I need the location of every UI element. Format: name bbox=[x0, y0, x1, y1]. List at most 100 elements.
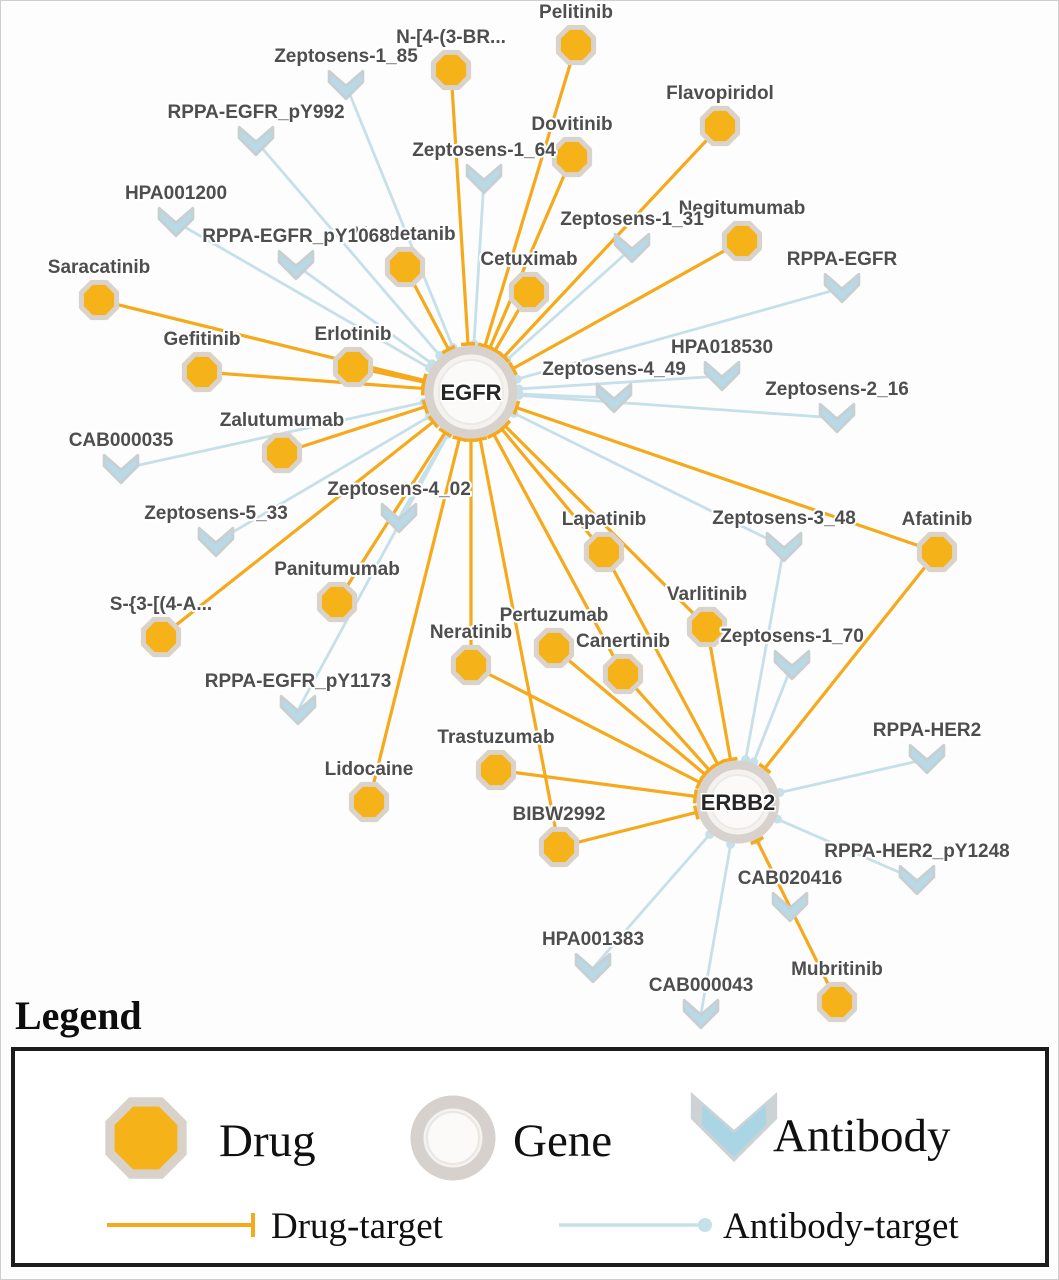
legend: Legend Drug Gene Antibody D bbox=[11, 993, 1049, 1267]
legend-box bbox=[11, 1047, 1049, 1267]
antibody-node[interactable] bbox=[773, 649, 811, 681]
drug-label: Trastuzumab bbox=[437, 727, 554, 748]
drug-target-edge bbox=[500, 427, 606, 554]
drug-node[interactable] bbox=[583, 531, 625, 573]
drug-octagon-icon bbox=[78, 279, 120, 321]
drug-label: BIBW2992 bbox=[513, 804, 606, 825]
antibody-node[interactable] bbox=[102, 453, 140, 485]
drug-label: Erlotinib bbox=[314, 324, 391, 345]
drug-target-edge bbox=[488, 155, 574, 350]
drug-node[interactable] bbox=[78, 279, 120, 321]
antibody-chevron-icon bbox=[908, 743, 946, 775]
drug-node[interactable] bbox=[450, 644, 492, 686]
antibody-chevron-icon bbox=[703, 360, 741, 392]
label-layer: EGFRERBB2PelitinibN-[4-(3-BR...Flavopiri… bbox=[46, 1, 1012, 998]
drug-octagon-icon bbox=[551, 136, 593, 178]
antibody-node[interactable] bbox=[898, 864, 936, 896]
legend-drug-target-label: Drug-target bbox=[271, 1206, 444, 1247]
drug-octagon-icon bbox=[430, 49, 472, 91]
antibody-icon-fill bbox=[702, 1105, 766, 1157]
drug-target-edge bbox=[483, 43, 578, 348]
drug-label: Zalutumumab bbox=[220, 410, 345, 431]
antibody-node[interactable] bbox=[613, 232, 651, 264]
antibody-node[interactable] bbox=[682, 998, 720, 1030]
antibody-node[interactable] bbox=[327, 69, 365, 101]
drug-node[interactable] bbox=[699, 105, 741, 147]
drug-node[interactable] bbox=[816, 981, 858, 1023]
gene-node[interactable] bbox=[424, 345, 518, 439]
antibody-node[interactable] bbox=[380, 502, 418, 534]
antibody-node[interactable] bbox=[765, 531, 803, 563]
drug-label: Varlitinib bbox=[667, 584, 747, 605]
drug-label: Saracatinib bbox=[48, 257, 150, 278]
drug-node[interactable] bbox=[430, 49, 472, 91]
antibody-label: RPPA-HER2 bbox=[873, 720, 981, 741]
drug-label: Panitumumab bbox=[274, 559, 400, 580]
antibody-label: RPPA-EGFR_pY1173 bbox=[205, 671, 392, 692]
drug-octagon-icon bbox=[316, 581, 358, 623]
legend-title: Legend bbox=[15, 993, 142, 1038]
drug-octagon-icon bbox=[699, 105, 741, 147]
antibody-node[interactable] bbox=[823, 272, 861, 304]
antibody-node[interactable] bbox=[465, 163, 503, 195]
drug-node[interactable] bbox=[551, 136, 593, 178]
antibody-node[interactable] bbox=[908, 743, 946, 775]
drug-target-edge bbox=[449, 68, 470, 346]
antibody-label: Zeptosens-1_70 bbox=[720, 626, 864, 647]
drug-target-edge bbox=[705, 625, 733, 762]
drug-label: Cetuximab bbox=[480, 249, 577, 270]
antibody-node[interactable] bbox=[703, 360, 741, 392]
antibody-label: Zeptosens-4_02 bbox=[327, 479, 471, 500]
drug-node[interactable] bbox=[508, 271, 550, 313]
drug-node[interactable] bbox=[348, 781, 390, 823]
drug-node[interactable] bbox=[316, 581, 358, 623]
antibody-label: HPA018530 bbox=[671, 337, 773, 358]
drug-target-edge bbox=[514, 405, 939, 554]
drug-label: Gefitinib bbox=[163, 329, 240, 350]
antibody-node[interactable] bbox=[818, 402, 856, 434]
edge-tee bbox=[498, 419, 512, 433]
drug-node[interactable] bbox=[332, 346, 374, 388]
drug-target-edge bbox=[557, 810, 698, 849]
antibody-node[interactable] bbox=[279, 694, 317, 726]
drug-label: Afatinib bbox=[902, 509, 973, 530]
antibody-target-edge bbox=[174, 220, 431, 370]
antibody-label: Zeptosens-1_31 bbox=[560, 209, 704, 230]
drug-node[interactable] bbox=[140, 616, 182, 658]
antibody-node[interactable] bbox=[574, 952, 612, 984]
drug-octagon-icon bbox=[450, 644, 492, 686]
antibody-target-edge bbox=[699, 842, 733, 1016]
antibody-chevron-icon bbox=[574, 952, 612, 984]
drug-octagon-icon bbox=[916, 531, 958, 573]
antibody-node[interactable] bbox=[771, 891, 809, 923]
drug-node[interactable] bbox=[181, 351, 223, 393]
drug-node[interactable] bbox=[602, 653, 644, 695]
drug-target-edge bbox=[159, 420, 435, 639]
gene-inner-circle bbox=[710, 774, 766, 830]
drug-octagon-icon bbox=[508, 271, 550, 313]
antibody-node[interactable] bbox=[157, 206, 195, 238]
antibody-label: HPA001383 bbox=[542, 929, 644, 950]
drug-node[interactable] bbox=[533, 627, 575, 669]
drug-node[interactable] bbox=[261, 432, 303, 474]
antibody-target-edge bbox=[591, 832, 712, 970]
antibody-label: HPA001200 bbox=[125, 183, 227, 204]
drug-node[interactable] bbox=[721, 220, 763, 262]
antibody-node[interactable] bbox=[595, 382, 633, 414]
drug-node[interactable] bbox=[686, 606, 728, 648]
edge-tee bbox=[427, 415, 440, 429]
drug-icon bbox=[105, 1097, 187, 1179]
drug-octagon-icon bbox=[686, 606, 728, 648]
antibody-chevron-icon bbox=[102, 453, 140, 485]
drug-label: N-[4-(3-BR... bbox=[396, 27, 506, 48]
drug-node[interactable] bbox=[475, 749, 517, 791]
drug-node[interactable] bbox=[384, 246, 426, 288]
antibody-node[interactable] bbox=[237, 125, 275, 157]
gene-node[interactable] bbox=[696, 760, 780, 844]
antibody-node[interactable] bbox=[197, 526, 235, 558]
drug-node[interactable] bbox=[538, 826, 580, 868]
drug-octagon-icon bbox=[181, 351, 223, 393]
drug-node[interactable] bbox=[555, 24, 597, 66]
drug-node[interactable] bbox=[916, 531, 958, 573]
antibody-node[interactable] bbox=[277, 249, 315, 281]
